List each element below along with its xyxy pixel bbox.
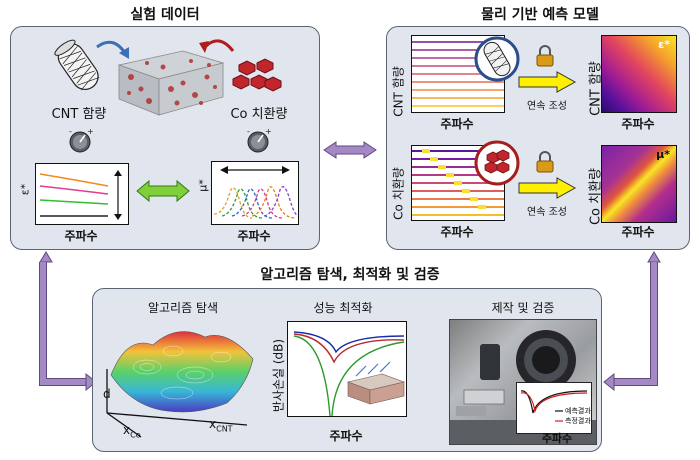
reflection-loss-curves <box>293 331 406 417</box>
cnt-map-xlabel: 주파수 <box>621 117 655 131</box>
permittivity-map-tag: ε* <box>658 38 670 51</box>
physics-model-panel: CNT 함량 주파수 연속 조성 <box>386 26 690 250</box>
svg-text:+: + <box>265 127 272 136</box>
purple-double-arrow-top <box>323 141 377 159</box>
permittivity-heatmap: ε* <box>601 35 677 113</box>
experimental-title: 실험 데이터 <box>130 7 200 23</box>
cnt-knob-icon[interactable]: -+ <box>65 125 95 155</box>
permittivity-xlabel: 주파수 <box>64 229 98 243</box>
red-curved-arrow <box>199 39 235 53</box>
permeability-plot <box>211 161 299 225</box>
svg-text:-: - <box>247 127 250 136</box>
cnt-content-label: CNT 함량 <box>51 107 107 122</box>
permeability-xlabel: 주파수 <box>237 229 271 243</box>
nanotube-icon <box>54 39 100 91</box>
permeability-curves <box>213 166 299 219</box>
validation-title: 제작 및 검증 <box>491 301 555 315</box>
nanotube-lens-icon <box>474 36 520 82</box>
axis-xco-label: xCo <box>123 423 141 440</box>
green-double-arrow <box>136 179 190 203</box>
cnt-stripe-ylabel: CNT 함량 <box>391 66 406 117</box>
axis-d-label: d <box>103 387 111 401</box>
yellow-arrow-top <box>518 71 577 93</box>
axis-xco-subscript: Co <box>130 430 141 440</box>
algorithm-panel: 알고리즘 탐색 d xCo xCNT 성능 최적화 반사손실 (dB) <box>92 288 602 452</box>
optimization-ylabel: 반사손실 (dB) <box>271 338 286 413</box>
permittivity-curves <box>39 170 122 220</box>
reflection-loss-plot <box>287 321 407 417</box>
co-map-xlabel: 주파수 <box>621 225 655 239</box>
legend-measured: 측정결과 <box>565 417 591 425</box>
algorithm-title: 알고리즘 탐색, 최적화 및 검증 <box>260 267 440 283</box>
lock-icon-top <box>536 45 554 67</box>
validation-xlabel: 주파수 <box>541 432 573 445</box>
purple-connector-right <box>603 251 661 392</box>
lock-icon-bottom <box>536 151 554 173</box>
experimental-panel: CNT 함량 Co 치환량 -+ -+ ε* 주파수 <box>10 26 320 250</box>
svg-text:+: + <box>87 127 94 136</box>
measurement-setup-photo: 예측결과 측정결과 주파수 <box>449 319 597 445</box>
blue-curved-arrow <box>96 40 129 59</box>
co-stripe-ylabel: Co 치환량 <box>391 167 406 220</box>
composite-block-image <box>117 50 225 116</box>
co-knob-icon[interactable]: -+ <box>243 125 273 155</box>
permittivity-ylabel: ε* <box>18 183 32 196</box>
physics-model-title: 물리 기반 예측 모델 <box>481 7 599 23</box>
axis-xcnt-subscript: CNT <box>216 424 233 434</box>
permeability-heatmap: μ* <box>601 145 677 223</box>
yellow-arrow-bottom <box>518 177 577 199</box>
search-title: 알고리즘 탐색 <box>147 301 219 315</box>
permittivity-plot <box>35 163 129 225</box>
co-stripe-xlabel: 주파수 <box>440 225 474 239</box>
permeability-map-tag: μ* <box>656 148 670 161</box>
continuous-composition-top: 연속 조성 <box>527 101 567 112</box>
purple-connector-left <box>39 251 97 392</box>
hexagon-lens-icon <box>474 140 520 186</box>
optimization-title: 성능 최적화 <box>313 301 373 315</box>
permeability-ylabel: μ* <box>196 179 210 192</box>
validation-inset-plot: 예측결과 측정결과 <box>516 382 592 434</box>
co-substitution-label: Co 치환량 <box>230 107 288 122</box>
axis-xcnt-label: xCNT <box>209 417 233 434</box>
cnt-stripe-xlabel: 주파수 <box>440 117 474 131</box>
legend-predicted: 예측결과 <box>565 407 591 415</box>
co-hexagons-icon <box>232 58 282 92</box>
continuous-composition-bottom: 연속 조성 <box>527 207 567 218</box>
search-surface-plot <box>106 331 254 438</box>
optimization-xlabel: 주파수 <box>329 429 363 443</box>
svg-text:-: - <box>69 127 72 136</box>
validation-curves <box>520 390 588 422</box>
